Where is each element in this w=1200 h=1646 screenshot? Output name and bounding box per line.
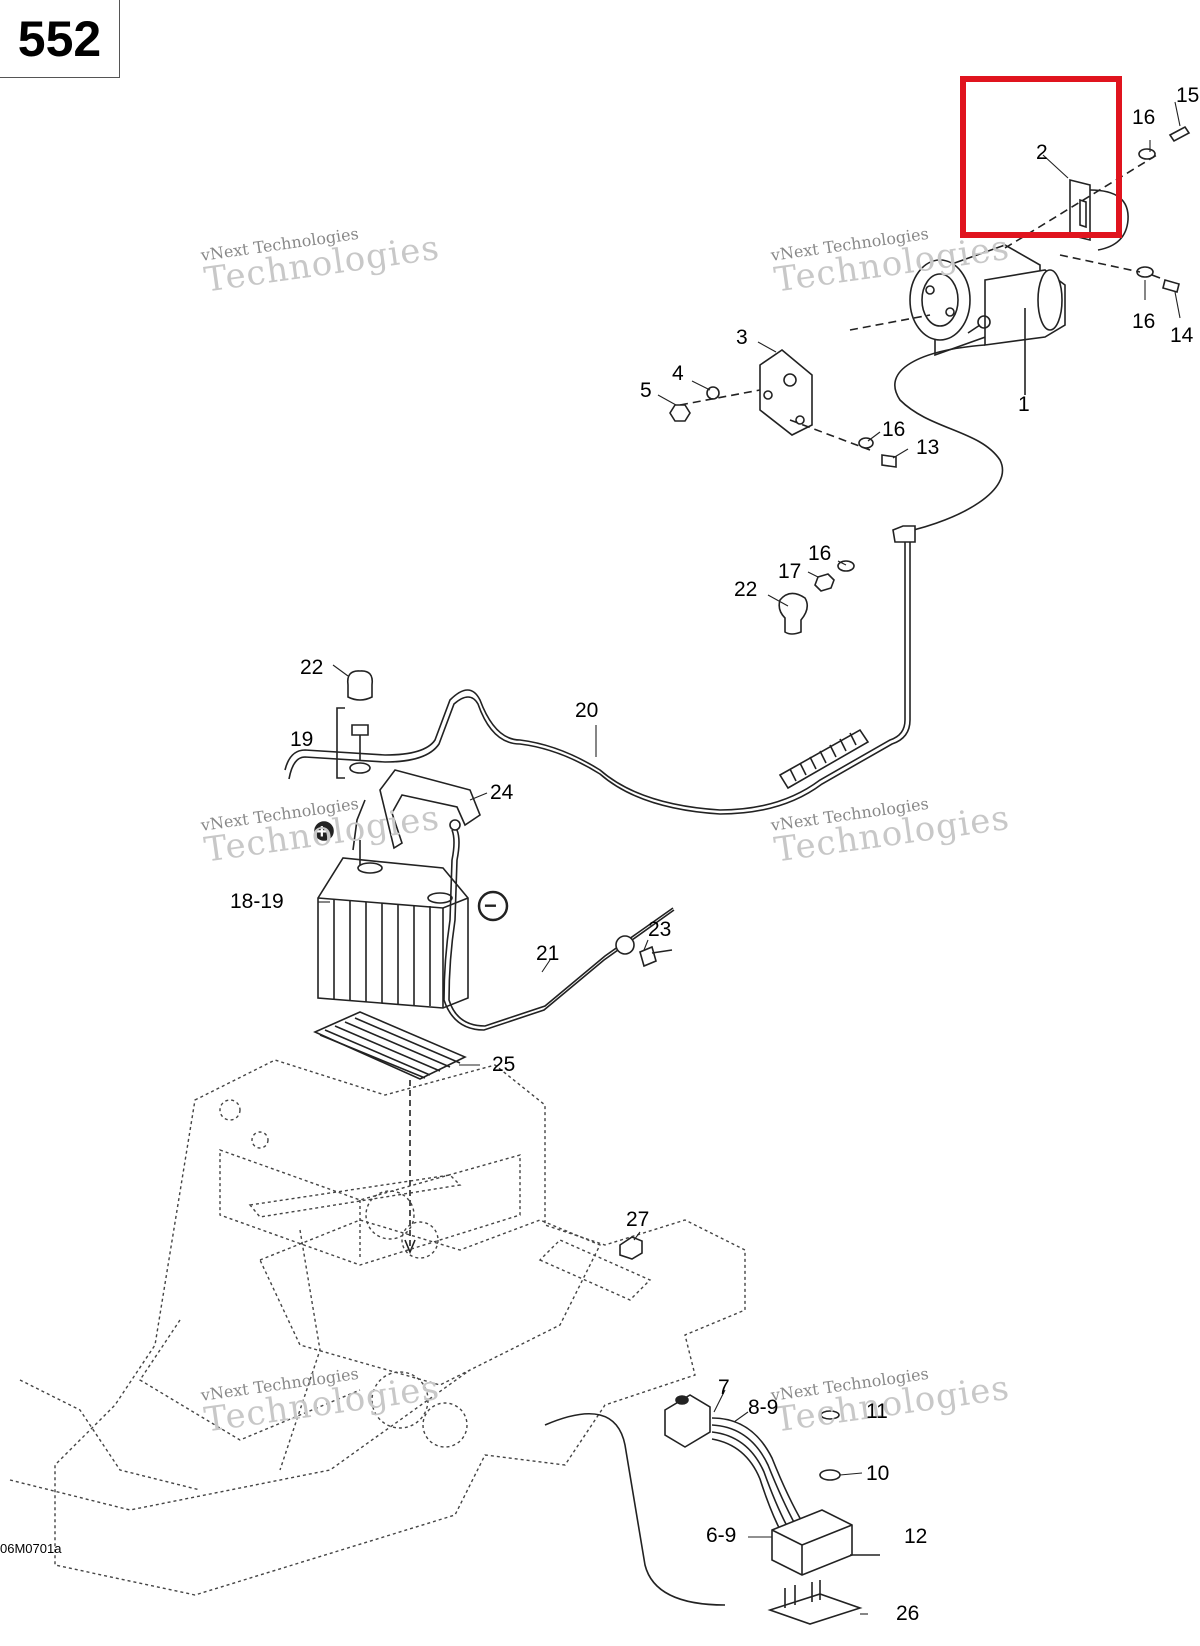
callout-19: 19 <box>290 728 314 751</box>
callout-5: 5 <box>640 379 652 402</box>
callout-3: 3 <box>736 326 748 349</box>
highlight-box <box>960 76 1122 238</box>
fasteners-top-right <box>1059 125 1191 293</box>
callout-4: 4 <box>672 362 684 385</box>
negative-cable-21 <box>443 819 675 1031</box>
page-number-box: 552 <box>0 0 120 78</box>
callout-7: 7 <box>718 1376 730 1399</box>
positive-terminal-symbol: + <box>316 821 328 843</box>
callout-1: 1 <box>1018 393 1030 416</box>
figure-reference: 06M0701a <box>0 1541 62 1556</box>
callout-16: 16 <box>882 418 906 441</box>
callout-11: 11 <box>866 1400 888 1423</box>
starter-motor <box>909 244 1066 395</box>
callout-13: 13 <box>916 436 940 459</box>
vehicle-frame <box>9 1059 746 1596</box>
callout-23: 23 <box>648 918 672 941</box>
callout-20: 20 <box>575 699 599 722</box>
fasteners-mid <box>778 560 855 635</box>
negative-terminal-symbol: − <box>484 893 497 918</box>
callout-15: 15 <box>1176 84 1200 107</box>
callout-16: 16 <box>1132 310 1156 333</box>
leader-lines <box>318 101 1181 1615</box>
callout-21: 21 <box>536 942 560 965</box>
callout-26: 26 <box>896 1602 920 1625</box>
callout-14: 14 <box>1170 324 1194 347</box>
page-number: 552 <box>17 10 102 67</box>
battery-bolt-19 <box>336 670 374 779</box>
callout-22: 22 <box>300 656 324 679</box>
battery-cable-24 <box>352 769 481 851</box>
starter-cable-20 <box>284 344 1004 815</box>
callout-16: 16 <box>808 542 832 565</box>
callout-22: 22 <box>734 578 758 601</box>
callout-10: 10 <box>866 1462 890 1485</box>
battery-pad-25 <box>313 1011 467 1255</box>
battery <box>317 840 469 1009</box>
callout-27: 27 <box>626 1208 650 1231</box>
callout-25: 25 <box>492 1053 516 1076</box>
terminal-symbols <box>314 821 509 922</box>
clip-27 <box>619 1236 643 1260</box>
callout-24: 24 <box>490 781 514 804</box>
callout-18-19: 18-19 <box>230 890 284 913</box>
callout-2: 2 <box>1036 141 1048 164</box>
callout-16: 16 <box>1132 106 1156 129</box>
callout-6-9: 6-9 <box>706 1524 737 1547</box>
callout-8-9: 8-9 <box>748 1396 779 1419</box>
callout-12: 12 <box>904 1525 928 1548</box>
voltage-regulator-assembly <box>544 1394 880 1625</box>
callout-17: 17 <box>778 560 802 583</box>
support-3 <box>669 314 931 468</box>
